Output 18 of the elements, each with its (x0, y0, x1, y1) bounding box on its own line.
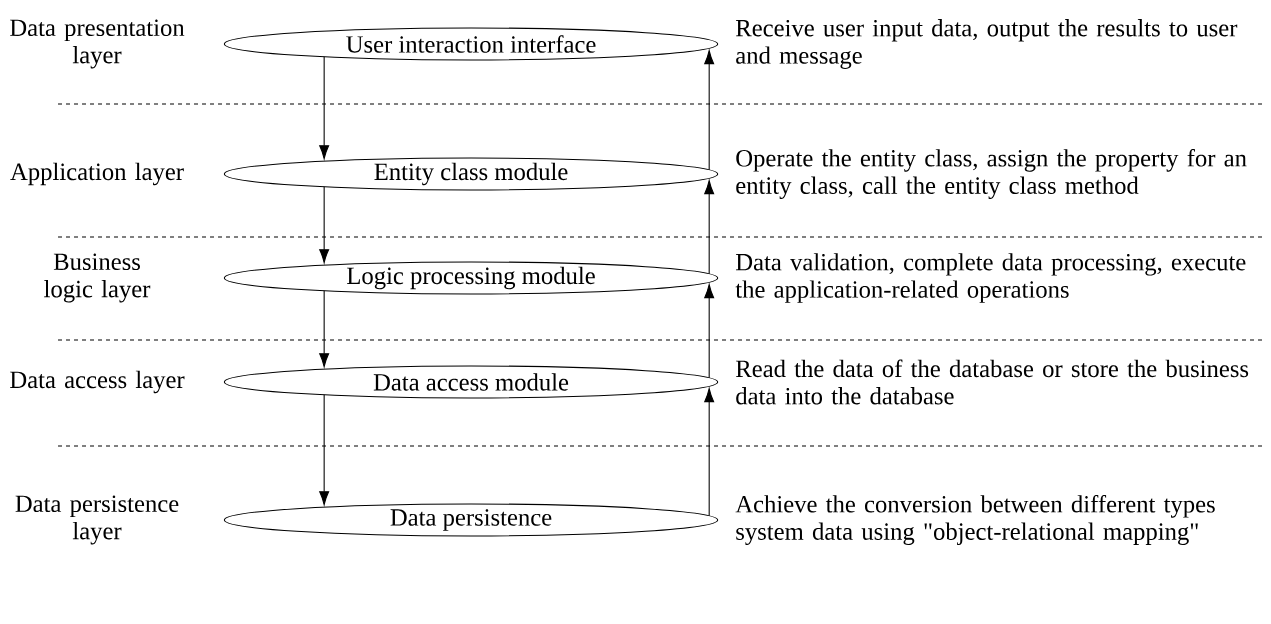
arrow (319, 56, 330, 160)
layer-name: Application layer (10, 162, 184, 186)
layer-description: Achieve the conversion between different types system data using "object-relational mapping" (735, 494, 1215, 545)
arrow (704, 284, 715, 379)
layer-name: Data access layer (10, 370, 185, 394)
layer-name: Data persistence layer (15, 495, 179, 545)
layer-description: Read the data of the database or store the business data into the database (736, 359, 1249, 405)
layer-name: Business logic layer (44, 253, 151, 303)
layer-name: Data presentation layer (10, 19, 185, 69)
layer-description: Operate the entity class, assign the property for an entity class, call the entity class method (736, 148, 1247, 199)
layer-description: Data validation, complete data processing, execute the application-related operations (735, 253, 1246, 303)
arrow (319, 290, 330, 368)
arrow (704, 180, 715, 275)
arrow (319, 186, 330, 264)
arrow (704, 388, 715, 517)
arrow (704, 50, 715, 171)
arrow (319, 394, 330, 506)
layer-description: Receive user input data, output the results to user and message (736, 19, 1238, 69)
